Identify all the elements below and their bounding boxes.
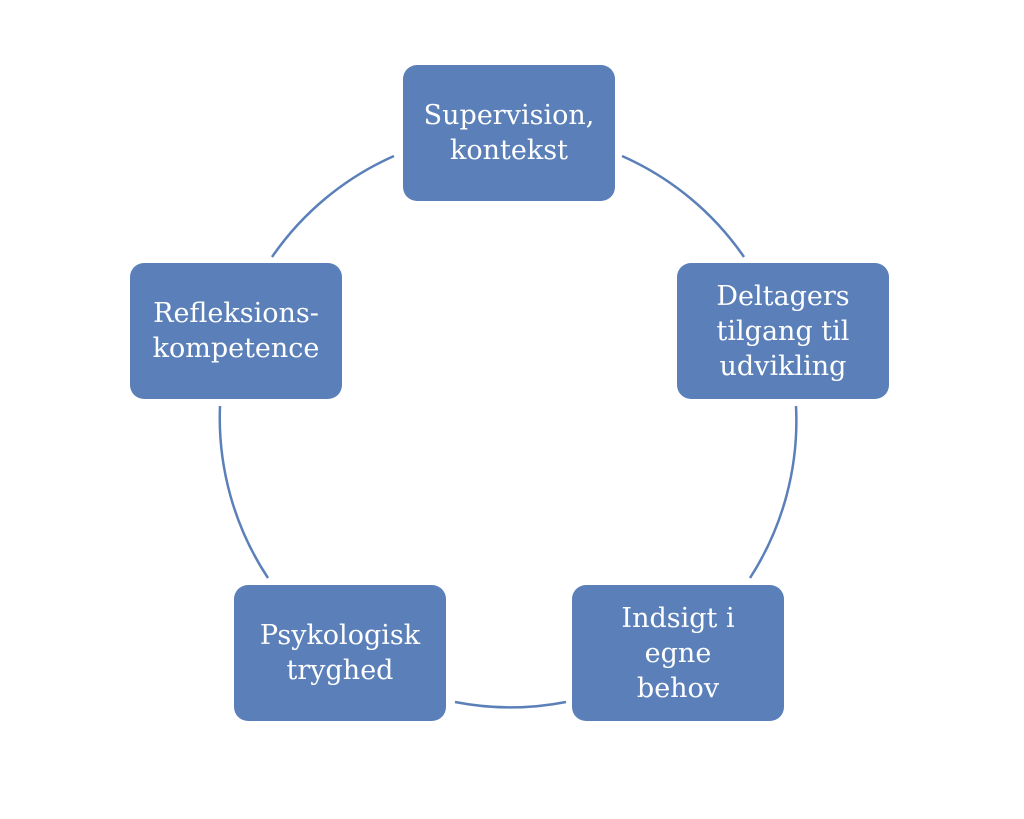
node-label: Psykologisk tryghed	[259, 620, 421, 686]
node-label: Deltagers tilgang til udvikling	[716, 280, 850, 382]
connector-arc-3-4	[454, 700, 567, 709]
node-psykologisk-tryghed: Psykologisk tryghed	[234, 585, 446, 721]
node-refleksionskompetence: Refleksions- kompetence	[130, 263, 342, 399]
connector-arc-1-2	[621, 154, 746, 258]
node-label: Indsigt i egne behov	[621, 602, 735, 704]
node-indsigt-i-egne-behov: Indsigt i egne behov	[572, 585, 784, 721]
connector-arc-2-3	[748, 405, 798, 579]
connector-arc-5-1	[270, 154, 395, 258]
connector-arc-4-5	[218, 405, 270, 579]
node-deltagers-tilgang: Deltagers tilgang til udvikling	[677, 263, 889, 399]
node-label: Supervision, kontekst	[423, 100, 595, 166]
node-label: Refleksions- kompetence	[152, 298, 320, 364]
node-supervision-kontekst: Supervision, kontekst	[403, 65, 615, 201]
